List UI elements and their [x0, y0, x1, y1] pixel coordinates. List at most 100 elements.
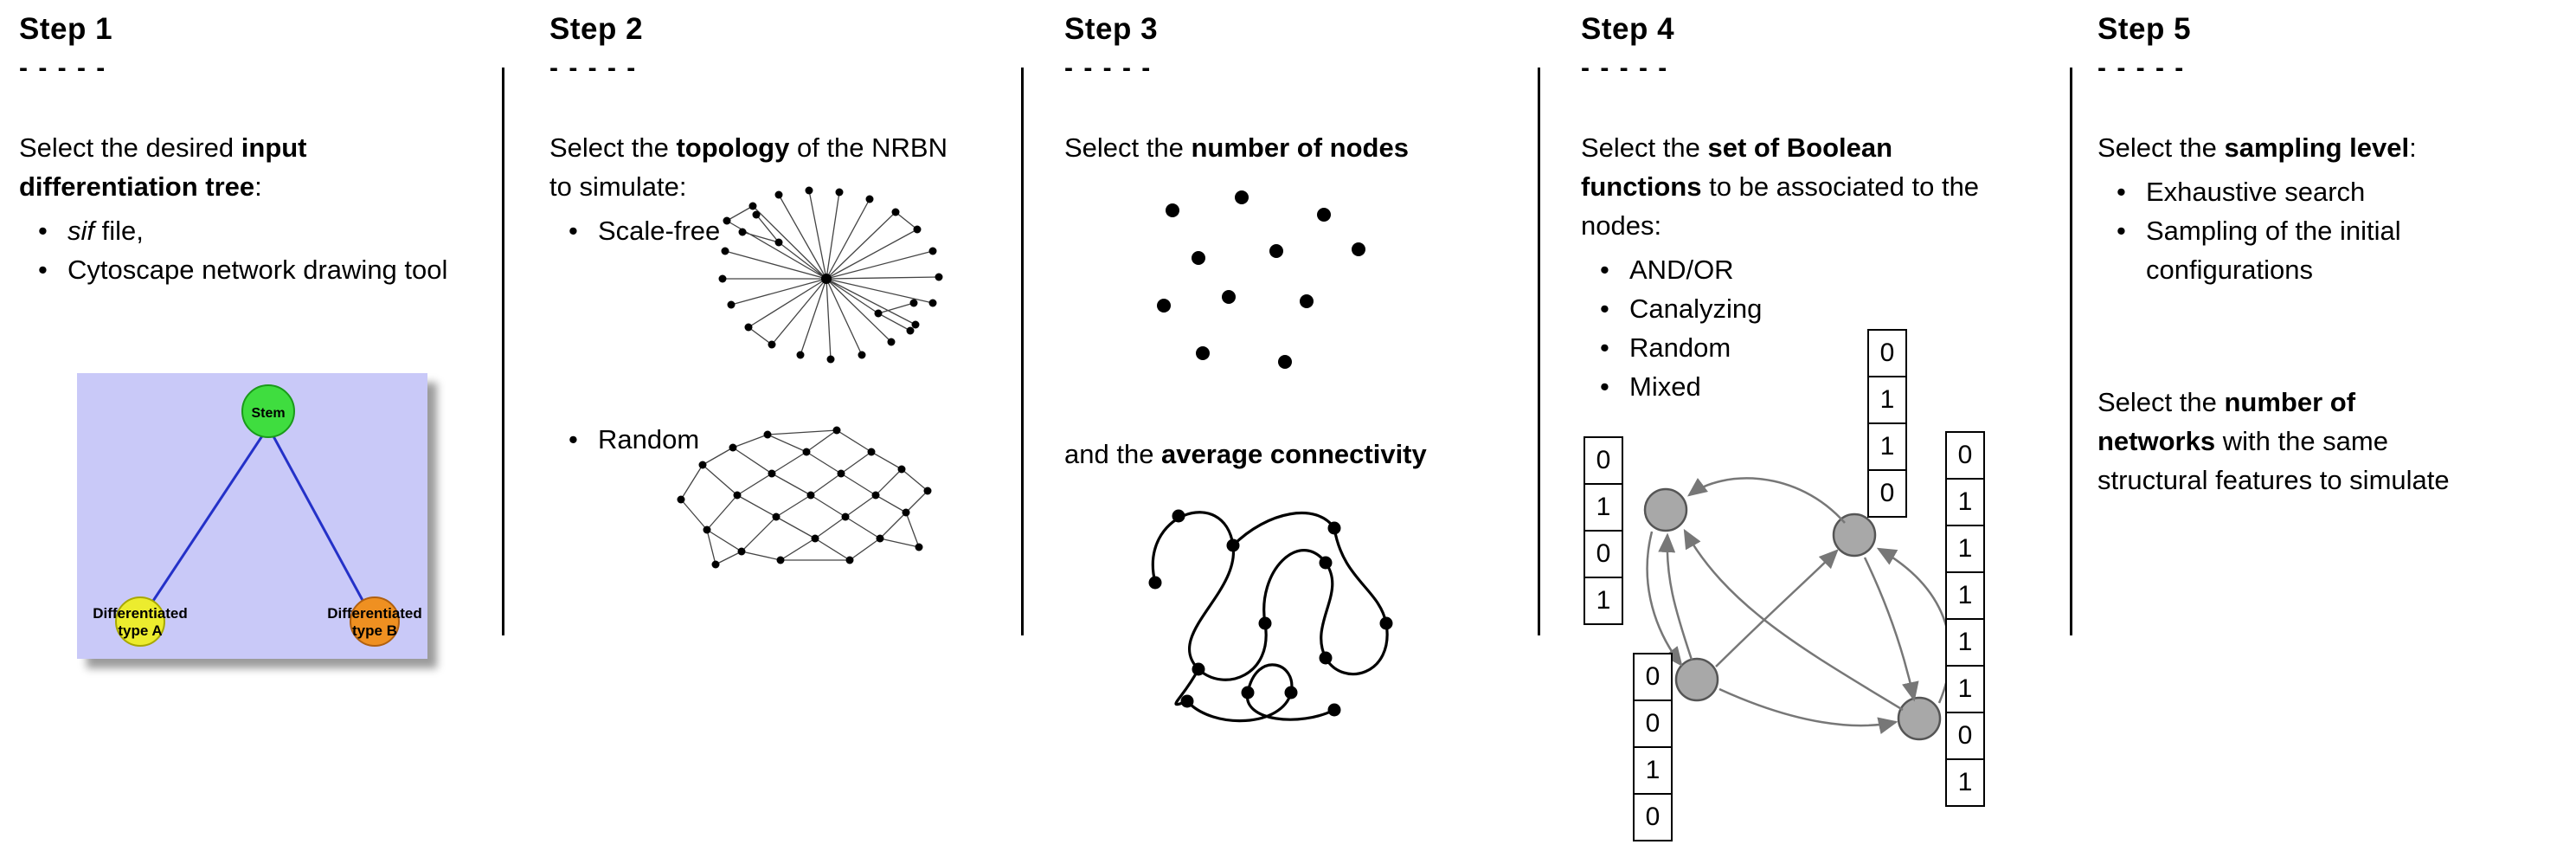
step-4-title: Step 4	[1581, 12, 1675, 46]
nodes-dots-graphic	[1157, 190, 1365, 369]
step-5-intro: Select the sampling level:	[2097, 128, 2569, 167]
text: Select the	[549, 132, 677, 163]
table-cell: 0	[1945, 431, 1985, 480]
step-2-column: Step 2 - - - - - Select the topology of …	[549, 0, 956, 459]
node-dots	[1157, 190, 1365, 369]
gene-node-b	[1832, 513, 1877, 558]
text: of the NRBN to simulate:	[549, 132, 948, 202]
text: and the	[1064, 439, 1162, 469]
bullet-mixed: Mixed	[1581, 367, 1983, 406]
step-2-intro: Select the topology of the NRBN to simul…	[549, 128, 956, 206]
table-cell: 1	[1945, 618, 1985, 667]
boolean-network-nodes	[1643, 487, 1942, 741]
step-2-dashes: - - - - -	[549, 54, 638, 82]
step-4-column: Step 4 - - - - - Select the set of Boole…	[1581, 0, 1983, 406]
table-cell: 1	[1945, 665, 1985, 713]
tree-edge-a	[150, 426, 270, 604]
bullet-cytoscape-tool: Cytoscape network drawing tool	[19, 250, 469, 289]
step-3-title: Step 3	[1064, 12, 1159, 46]
gene-node-d	[1897, 696, 1942, 741]
scale-free-edges	[723, 190, 940, 360]
nodes-dots-image	[1142, 189, 1384, 405]
table-cell: 0	[1633, 793, 1673, 841]
step-1-bullet-list: sif file, Cytoscape network drawing tool	[19, 211, 469, 289]
table-cell: 0	[1945, 712, 1985, 760]
bullet-random-functions: Random	[1581, 328, 1983, 367]
column-divider-2	[1021, 68, 1024, 635]
bullet-sif-file: sif file,	[19, 211, 469, 250]
table-cell: 1	[1945, 478, 1985, 526]
differentiation-tree-graphic: Stem Differentiated type A Differentiate…	[77, 373, 427, 659]
bullet-scale-free: Scale-free	[549, 211, 956, 250]
column-divider-3	[1538, 68, 1540, 635]
step-3-dashes: - - - - -	[1064, 54, 1153, 82]
text: with the same	[2215, 426, 2388, 456]
text: Select the	[1064, 132, 1192, 163]
table-cell: 1	[1867, 376, 1907, 424]
step-5-bullet-list: Exhaustive search Sampling of the initia…	[2097, 172, 2569, 289]
table-cell: 0	[1633, 699, 1673, 748]
bullet-and-or: AND/OR	[1581, 250, 1983, 289]
text: Select the	[2097, 132, 2225, 163]
text: structural features to simulate	[2097, 465, 2450, 495]
text: :	[254, 171, 262, 202]
table-cell: 1	[1633, 746, 1673, 795]
tree-edge-b	[267, 426, 366, 604]
table-cell: 1	[1867, 422, 1907, 471]
table-cell: 0	[1633, 653, 1673, 701]
boolean-table-left: 0 1 0 1	[1584, 436, 1623, 625]
step-4-intro: Select the set of Boolean functions to b…	[1581, 128, 1983, 245]
boolean-network-graphic	[1643, 477, 1951, 741]
paragraph-line: Select the number of	[2097, 383, 2450, 422]
boolean-network-diagram: 0 1 0 1 0 1 1 0 0 1 1 1 1 1 0 1 0 0 1 0	[1581, 322, 2065, 851]
step-3-line2: and the average connectivity	[1064, 435, 1427, 474]
step-3-line1: Select the number of nodes	[1064, 128, 1545, 167]
boolean-table-top: 0 1 1 0	[1867, 329, 1907, 518]
random-network-image	[668, 417, 941, 586]
table-cell: 0	[1867, 469, 1907, 518]
step-3-column: Step 3 - - - - - Select the number of no…	[1064, 0, 1545, 469]
step-1-column: Step 1 - - - - - Select the desired inpu…	[19, 0, 469, 289]
type-a-label-line1: Differentiated	[93, 605, 188, 622]
text: Select the	[1581, 132, 1708, 163]
text: :	[2409, 132, 2417, 163]
table-cell: 1	[1945, 571, 1985, 620]
random-network-graphic	[677, 426, 932, 569]
table-cell: 1	[1945, 758, 1985, 807]
differentiation-tree-image: Stem Differentiated type A Differentiate…	[77, 373, 427, 659]
connectivity-tangle-graphic	[1148, 509, 1393, 723]
step-5-column: Step 5 - - - - - Select the sampling lev…	[2097, 0, 2569, 495]
stem-label: Stem	[251, 406, 285, 421]
text-bold: networks	[2097, 426, 2216, 456]
bullet-sampling-configurations: Sampling of the initial configurations	[2097, 211, 2569, 289]
text-bold: average connectivity	[1161, 439, 1427, 469]
table-cell: 1	[1584, 577, 1623, 625]
table-cell: 0	[1867, 329, 1907, 377]
boolean-table-right: 0 1 1 1 1 1 0 1	[1945, 431, 1985, 807]
type-a-node	[115, 596, 165, 647]
step-5-networks-paragraph: Select the number of networks with the s…	[2097, 383, 2450, 500]
scale-free-network-image	[692, 182, 960, 390]
step-1-dashes: - - - - -	[19, 54, 107, 82]
table-cell: 0	[1584, 530, 1623, 578]
step-5-title: Step 5	[2097, 12, 2192, 46]
gene-node-c	[1674, 657, 1719, 702]
gene-node-a	[1643, 487, 1688, 532]
paragraph-line: structural features to simulate	[2097, 461, 2450, 500]
stem-node	[241, 384, 295, 438]
tangle-dots	[1148, 509, 1393, 717]
text: file,	[94, 216, 144, 246]
boolean-table-bottom: 0 0 1 0	[1633, 653, 1673, 841]
text-italic: sif	[67, 216, 94, 246]
column-divider-1	[502, 68, 504, 635]
connectivity-tangle-image	[1125, 474, 1410, 738]
step-4-dashes: - - - - -	[1581, 54, 1669, 82]
random-edges	[680, 429, 928, 565]
step-1-title: Step 1	[19, 12, 113, 46]
type-b-label-line2: type B	[352, 622, 397, 639]
text: Select the desired	[19, 132, 241, 163]
text-bold: input differentiation tree	[19, 132, 307, 202]
step-4-bullet-list: AND/OR Canalyzing Random Mixed	[1581, 250, 1983, 406]
text-bold: topology	[676, 132, 790, 163]
